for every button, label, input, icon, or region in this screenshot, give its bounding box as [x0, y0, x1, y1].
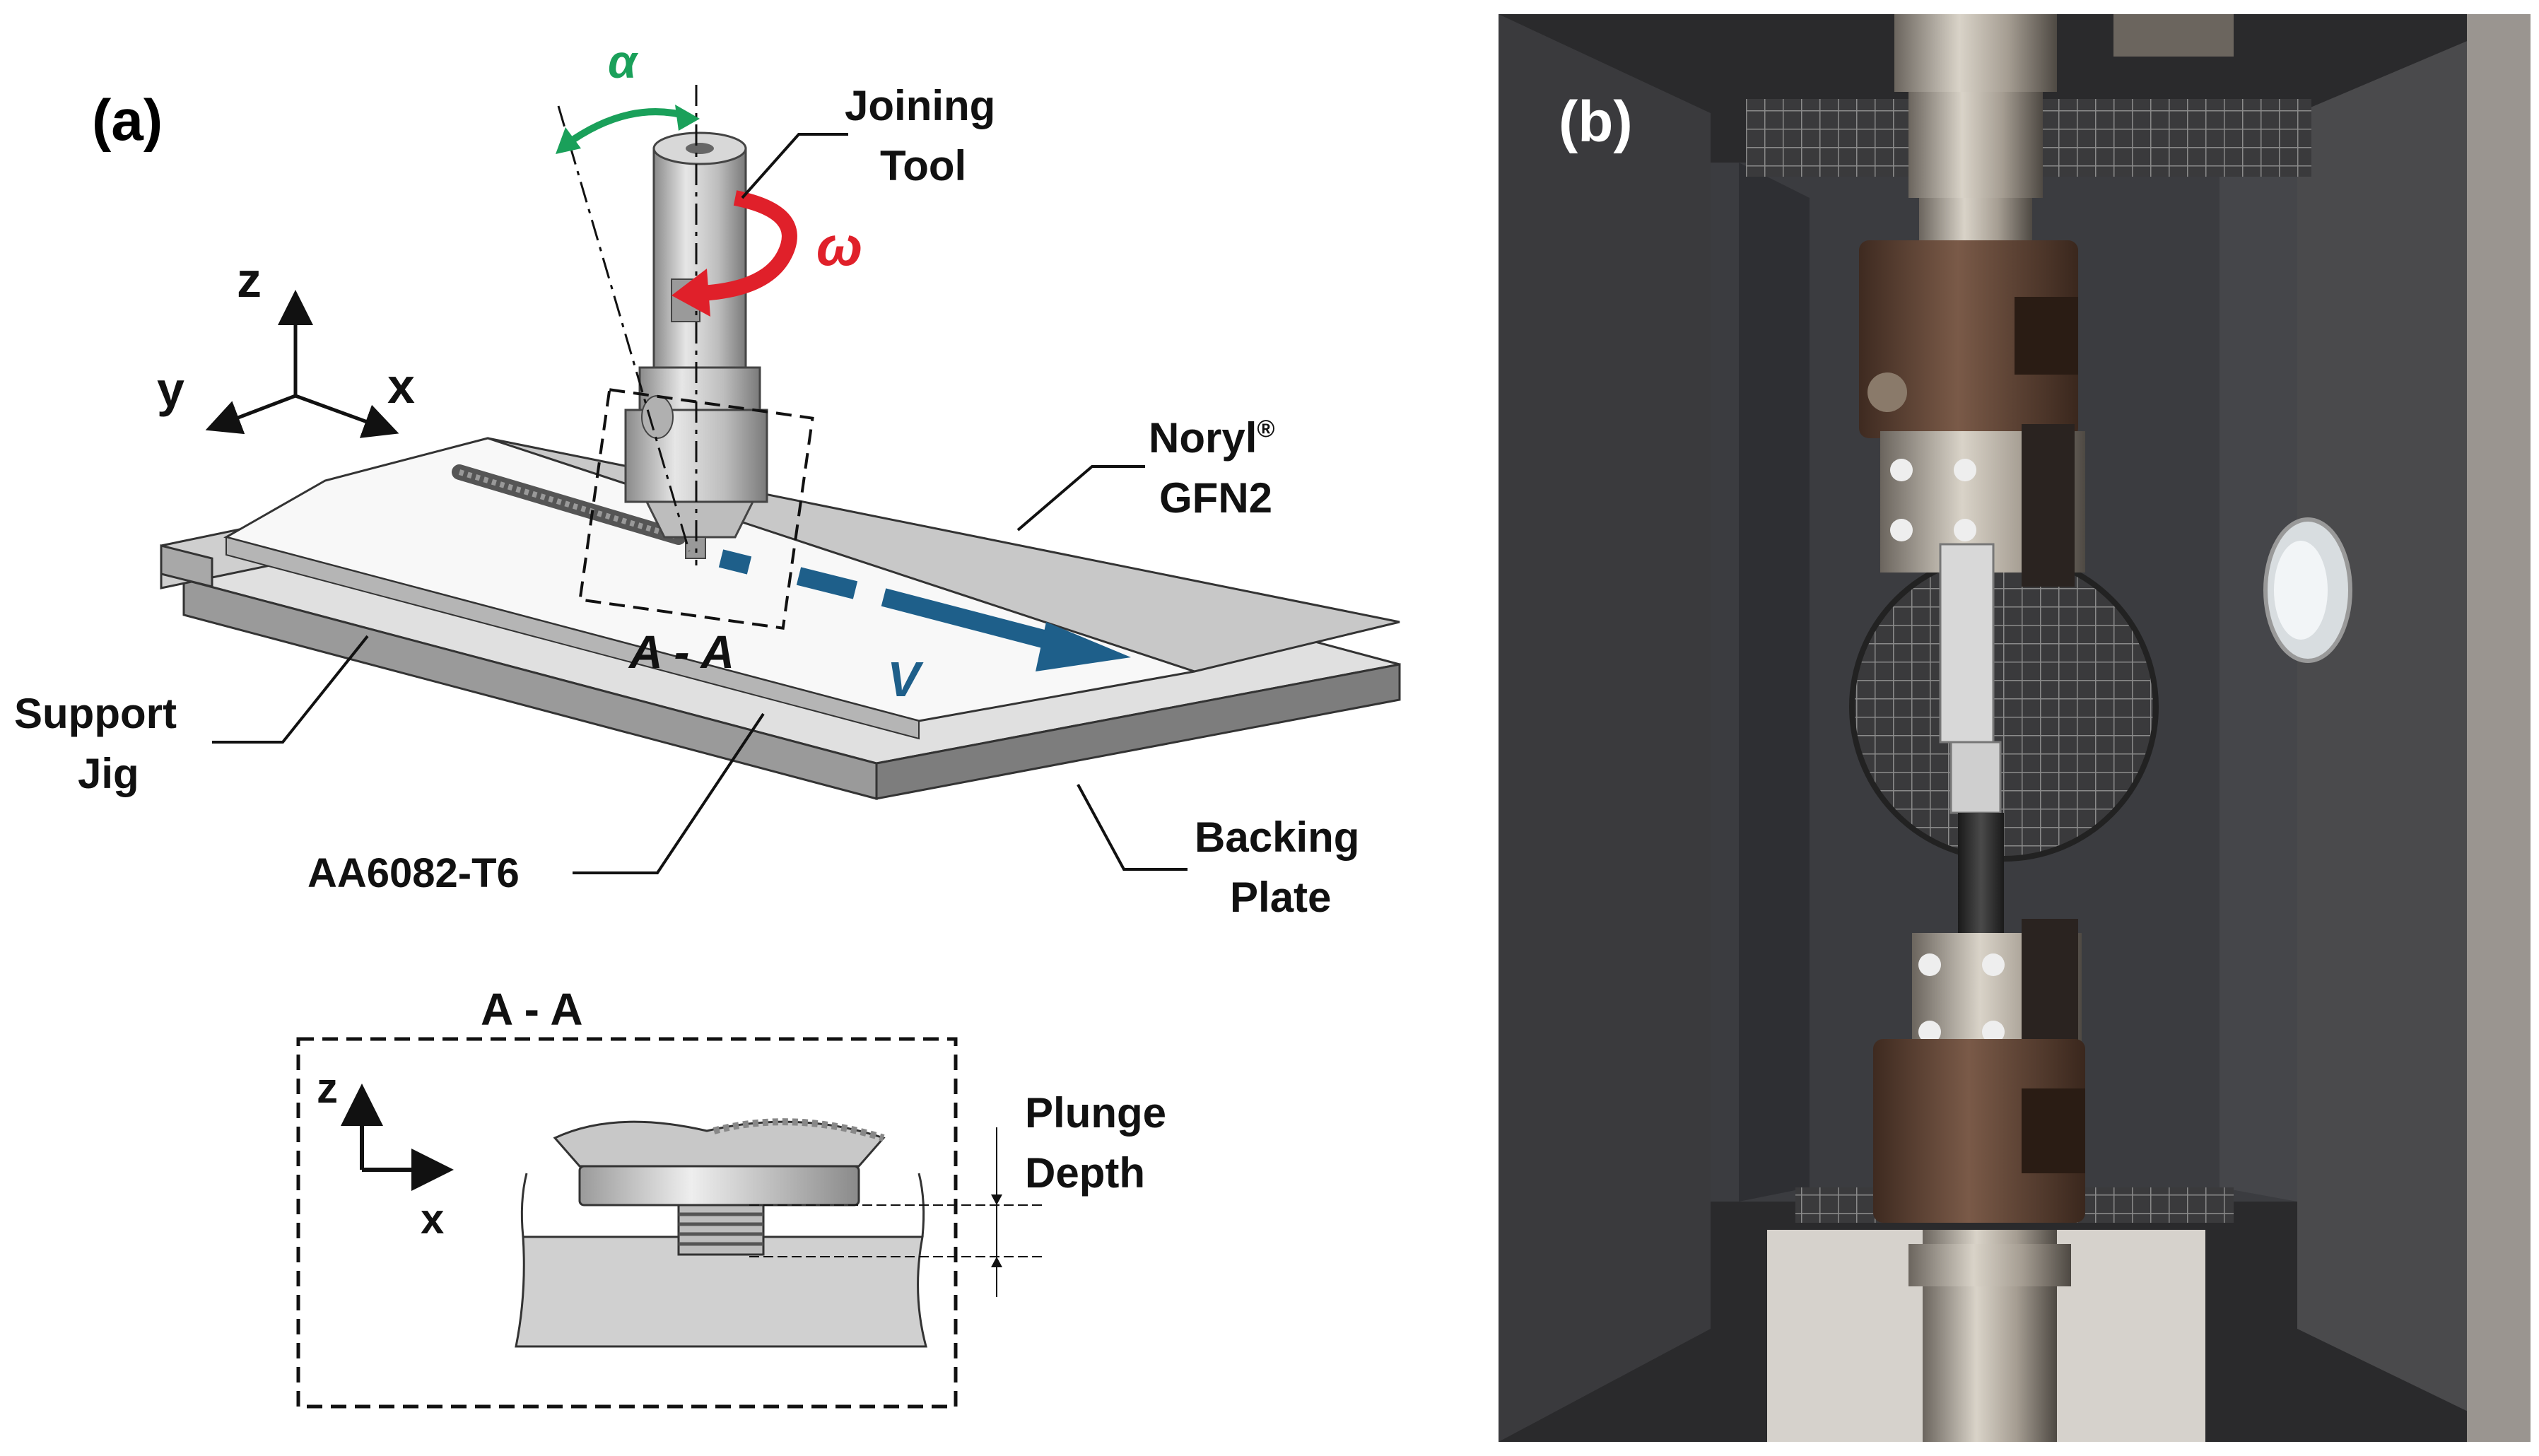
noryl-reg: ® — [1257, 416, 1274, 442]
lower-grip — [1873, 919, 2085, 1223]
panel-a-schematic: (a) V — [14, 35, 1401, 1409]
support-jig-label-line2: Jig — [78, 750, 139, 797]
upper-actuator — [1894, 14, 2057, 92]
axis-x-label: x — [387, 358, 415, 413]
noryl-grade-label: GFN2 — [1159, 474, 1272, 522]
section-view-frame — [296, 1037, 958, 1409]
joining-tool-label-line1: Joining — [845, 82, 995, 129]
tilt-angle-arrow — [563, 108, 691, 148]
backing-plate-label-line1: Backing — [1195, 814, 1359, 861]
omega-symbol: ω — [816, 215, 862, 277]
alloy-leader — [573, 712, 765, 874]
alloy-label: AA6082-T6 — [307, 850, 520, 896]
panel-a-label: (a) — [92, 88, 163, 153]
tool-pin — [677, 1204, 765, 1256]
panel-b-photo: (b) — [1499, 14, 2531, 1442]
noryl-label: Noryl® — [1149, 414, 1274, 462]
support-jig-label-line1: Support — [14, 690, 177, 737]
joining-tool-leader — [741, 133, 848, 199]
section-axis-x-label: x — [421, 1195, 444, 1243]
section-axis-z-label: z — [317, 1064, 338, 1112]
section-label: A - A — [628, 626, 734, 678]
backing-plate-label-line2: Plate — [1230, 874, 1331, 921]
support-jig-leader — [212, 635, 369, 744]
upper-grip — [1859, 240, 2085, 587]
workpiece-section — [515, 1235, 927, 1348]
noryl-leader — [1016, 465, 1145, 532]
coordinate-axes — [205, 290, 399, 438]
joining-tool-label-line2: Tool — [880, 142, 966, 189]
section-view-title: A - A — [481, 984, 583, 1035]
axis-z-label: z — [237, 252, 262, 307]
axis-y-label: y — [157, 362, 184, 417]
rotation-arrow — [699, 190, 797, 301]
tilt-axis-line — [557, 105, 691, 552]
velocity-symbol: V — [887, 652, 924, 707]
panel-b-label: (b) — [1559, 90, 1633, 154]
section-box — [578, 388, 814, 630]
chamber-door-frame — [2467, 14, 2531, 1442]
backing-plate-leader — [1077, 784, 1188, 871]
velocity-arrow — [718, 549, 1131, 671]
plunge-depth-label-line1: Plunge — [1025, 1089, 1166, 1137]
tool-shoulder — [553, 1120, 886, 1168]
section-view: A - A z x — [296, 984, 1166, 1409]
noryl-name: Noryl — [1149, 414, 1257, 462]
plunge-depth-label-line2: Depth — [1025, 1149, 1145, 1197]
plunge-depth-dimension — [749, 1127, 1046, 1297]
alpha-symbol: α — [608, 35, 639, 88]
